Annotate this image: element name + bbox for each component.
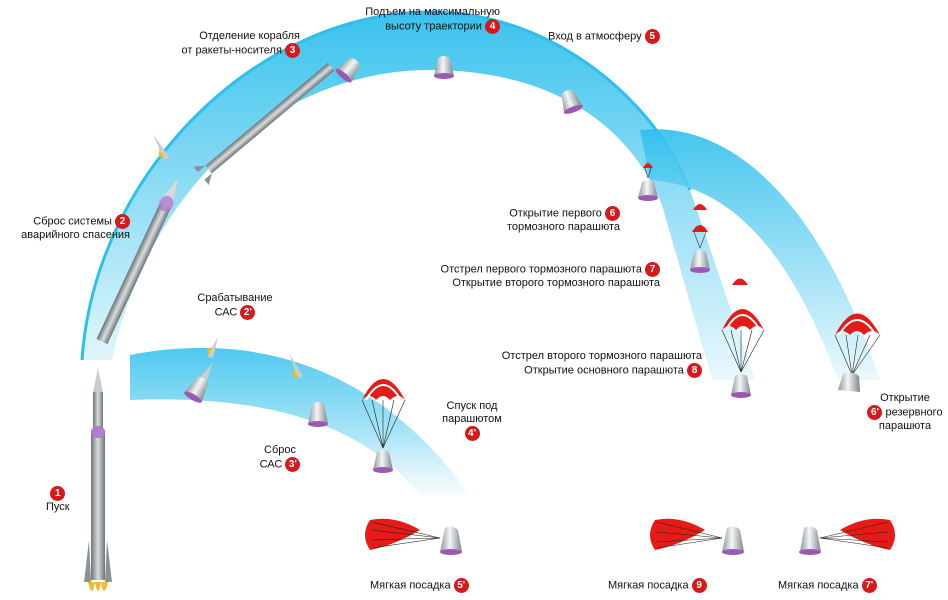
- badge-3: 3: [285, 43, 300, 58]
- label-1: 1 Пуск: [46, 486, 70, 514]
- label-7-line1: Отстрел первого тормозного парашюта: [440, 263, 642, 276]
- label-2p-line1: Срабатывание: [197, 292, 273, 304]
- badge-3p: 3': [285, 457, 301, 472]
- label-1-text: Пуск: [46, 501, 70, 513]
- label-3p-line2: САС: [259, 458, 283, 471]
- badge-5p: 5': [453, 578, 469, 593]
- badge-4p: 4': [464, 426, 480, 441]
- label-7-line2: Открытие второго тормозного парашюта: [452, 277, 660, 289]
- capsule-3: [335, 58, 360, 83]
- badge-2: 2: [115, 214, 130, 229]
- badge-1: 1: [50, 486, 66, 501]
- label-5p-text: Мягкая посадка: [370, 579, 451, 592]
- drogue-chute-2: [690, 204, 710, 273]
- label-6p-line3: парашюта: [878, 420, 932, 432]
- capsule-5: [561, 90, 583, 114]
- label-3-line1: Отделение корабля: [199, 30, 300, 42]
- badge-5: 5: [644, 29, 660, 44]
- label-6: Открытие первого 6 тормозного парашюта: [480, 206, 620, 234]
- main-parachute: [721, 278, 765, 398]
- label-8-line2: Открытие основного парашюта: [524, 364, 684, 377]
- reserve-parachute: [834, 313, 881, 392]
- label-8: Отстрел второго тормозного парашюта Откр…: [440, 350, 702, 378]
- escape-tower-icon: [153, 134, 170, 161]
- label-7: Отстрел первого тормозного парашюта 7 От…: [400, 262, 660, 290]
- label-6-line1: Открытие первого: [509, 207, 602, 220]
- label-2p: Срабатывание САС 2': [195, 292, 275, 320]
- ground-box-9: [575, 568, 710, 600]
- landing-7p: [799, 518, 895, 555]
- label-3: Отделение корабля от ракеты-носителя 3: [160, 30, 300, 58]
- badge-9: 9: [691, 578, 707, 593]
- label-9: Мягкая посадка 9: [608, 578, 707, 593]
- badge-7p: 7': [861, 578, 877, 593]
- label-4p: Спуск под парашютом 4': [432, 400, 512, 441]
- label-4: Подъем на максимальную высоту траектории…: [340, 6, 500, 34]
- landing-9: [650, 518, 744, 555]
- separated-rocket-stage: [193, 62, 335, 186]
- label-6p-line2: резервного: [885, 406, 943, 419]
- capsule-4: [434, 56, 454, 79]
- label-5: Вход в атмосферу 5: [548, 29, 660, 44]
- label-3p-line1: Сброс: [264, 444, 296, 456]
- badge-6p: 6': [867, 405, 883, 420]
- label-3p: Сброс САС 3': [250, 444, 310, 472]
- ascending-rocket: [96, 178, 179, 345]
- label-2-line2: аварийного спасения: [21, 229, 130, 241]
- label-2-line1: Сброс системы: [33, 215, 112, 228]
- abort-tower-jettison: [289, 353, 303, 379]
- badge-7: 7: [645, 262, 660, 277]
- abort-escape-tower: [206, 336, 218, 359]
- abort-capsule-tower: [184, 362, 213, 403]
- label-5p: Мягкая посадка 5': [370, 578, 469, 593]
- label-2: Сброс системы 2 аварийного спасения: [10, 214, 130, 242]
- label-4-line2: высоту траектории: [385, 20, 482, 33]
- label-3-line2: от ракеты-носителя: [181, 44, 282, 57]
- main-trajectory: [80, 10, 755, 380]
- label-4p-line1: Спуск под: [446, 400, 498, 412]
- label-6p: Открытие 6' резервного парашюта: [862, 392, 948, 433]
- badge-4: 4: [485, 19, 500, 34]
- label-6-line2: тормозного парашюта: [506, 221, 620, 233]
- label-7p-text: Мягкая посадка: [778, 579, 859, 592]
- reserve-trajectory: [640, 129, 880, 380]
- label-7p: Мягкая посадка 7': [778, 578, 877, 593]
- label-2p-line2: САС: [214, 306, 238, 319]
- abort-parachute: [361, 379, 406, 473]
- landing-5p: [365, 518, 462, 555]
- badge-6: 6: [605, 206, 620, 221]
- launch-rocket: [84, 368, 112, 591]
- ground-box-7p: [752, 568, 902, 600]
- label-8-line1: Отстрел второго тормозного парашюта: [501, 350, 702, 362]
- drogue-chute-1: [638, 163, 658, 201]
- badge-8: 8: [687, 363, 702, 378]
- label-9-text: Мягкая посадка: [608, 579, 689, 592]
- badge-2p: 2': [240, 305, 256, 320]
- label-6p-line1: Открытие: [880, 392, 930, 404]
- label-5-text: Вход в атмосферу: [548, 30, 642, 43]
- label-4p-line2: парашютом: [442, 413, 502, 425]
- label-4-line1: Подъем на максимальную: [365, 6, 500, 18]
- abort-capsule-3p: [308, 402, 328, 427]
